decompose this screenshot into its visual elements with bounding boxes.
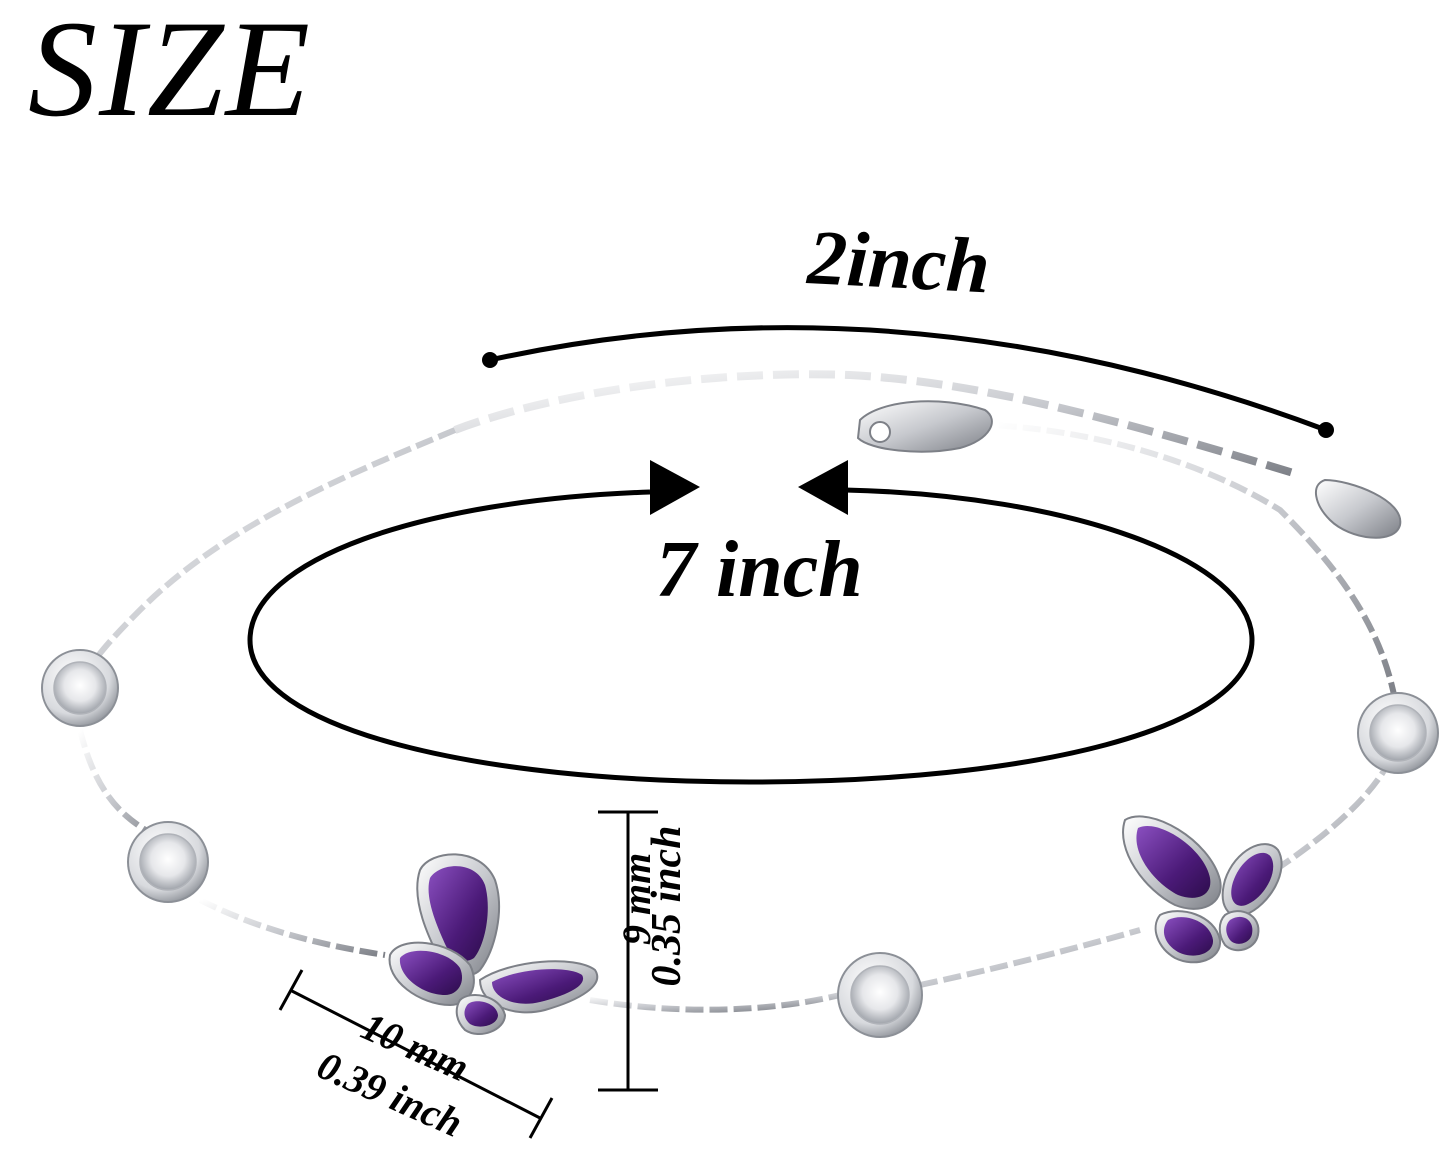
length-ellipse [247,460,1255,785]
arrow-left-icon [798,460,848,515]
bezel-stones [41,649,1439,1038]
stone-4 [1357,692,1439,774]
butterfly-charm-left [388,853,598,1035]
chain-length-label: 7 inch [656,526,863,614]
charm-height-inch-label: 0.35 inch [644,825,690,987]
page-title: SIZE [28,0,312,145]
end-tag [1315,478,1402,539]
arrow-right-icon [650,460,700,515]
bracelet-chain [76,370,1398,1013]
butterfly-charm-right [1122,815,1283,964]
extender-measure-line [482,325,1334,438]
width-dimension [278,969,554,1139]
stone-2 [127,821,209,903]
lobster-clasp [856,400,993,453]
extender-length-label: 2inch [805,213,993,310]
stone-1 [41,649,119,727]
height-dimension [598,810,658,1092]
stone-3 [837,952,923,1038]
